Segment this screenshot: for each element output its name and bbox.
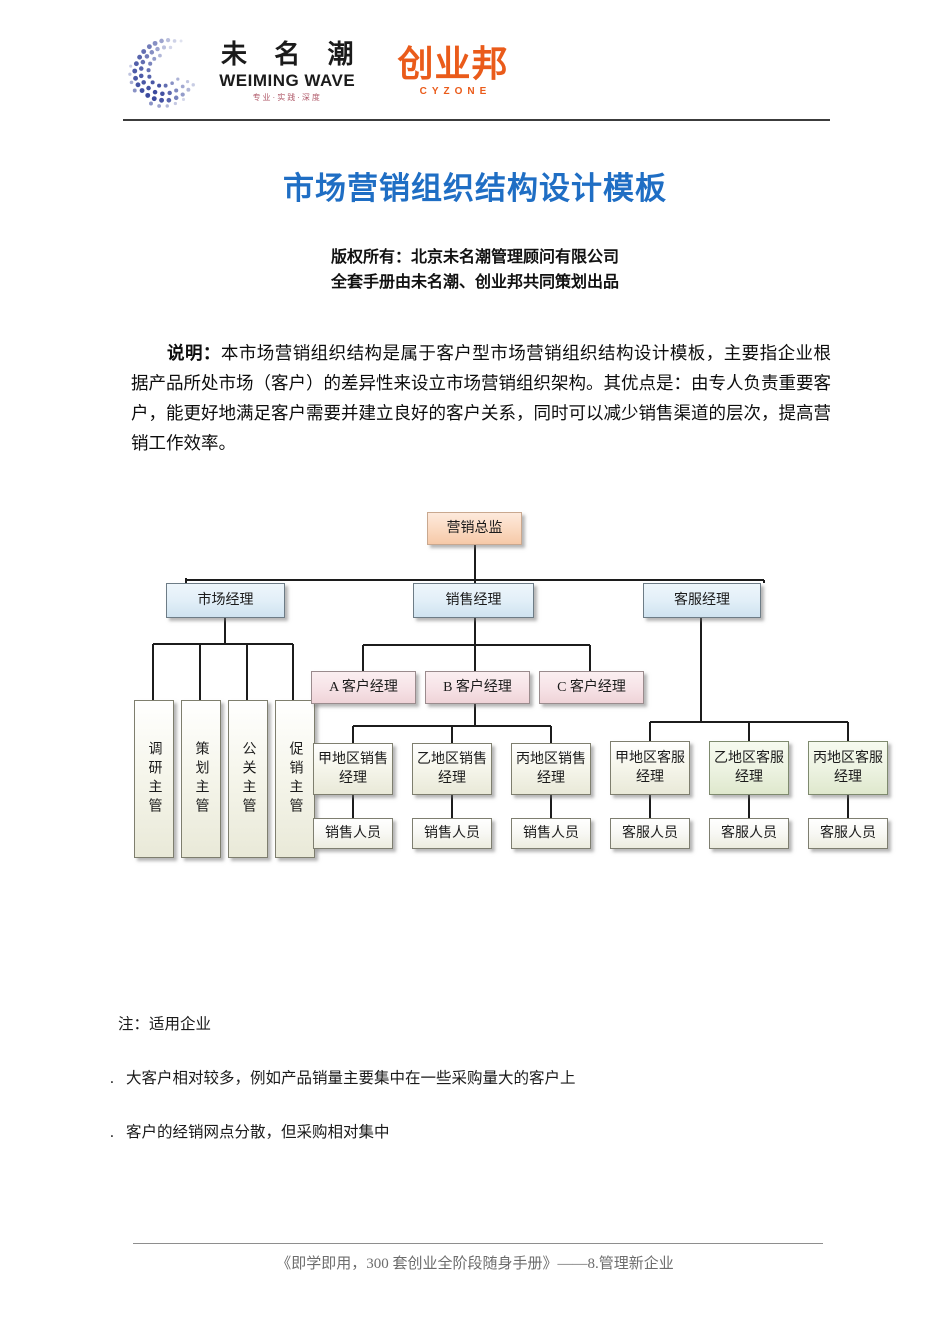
org-node-sales-staff-2[interactable]: 销售人员 — [412, 818, 492, 849]
org-node-regional-service-yi-label: 乙地区客服经理 — [714, 751, 784, 785]
org-node-supervisor-research-label: 调研主管 — [146, 741, 162, 817]
note-item-1-text: 大客户相对较多，例如产品销量主要集中在一些采购量大的客户上 — [126, 1070, 576, 1087]
org-node-sales-manager-label: 销售经理 — [445, 593, 502, 608]
org-node-service-manager-label: 客服经理 — [674, 593, 730, 608]
org-node-service-staff-2-label: 客服人员 — [721, 826, 777, 841]
org-node-director[interactable]: 营销总监 — [427, 512, 522, 545]
org-node-account-manager-a-label: A 客户经理 — [329, 680, 398, 695]
copyright-line-1: 版权所有：北京未名潮管理顾问有限公司 — [330, 249, 619, 266]
note-bullet-2: . — [110, 1124, 114, 1141]
org-node-supervisor-planning[interactable]: 策划主管 — [181, 700, 221, 858]
org-node-supervisor-pr-label: 公关主管 — [240, 741, 256, 817]
org-node-director-label: 营销总监 — [446, 521, 503, 536]
org-node-regional-sales-bing[interactable]: 丙地区销售经理 — [511, 743, 591, 795]
org-node-regional-service-bing[interactable]: 丙地区客服经理 — [808, 741, 888, 795]
org-node-supervisor-planning-label: 策划主管 — [193, 741, 209, 817]
org-node-supervisor-promotion[interactable]: 促销主管 — [275, 700, 315, 858]
cyzone-en-label: CYZONE — [419, 85, 492, 97]
org-node-service-staff-1[interactable]: 客服人员 — [610, 818, 690, 849]
org-node-regional-sales-bing-label: 丙地区销售经理 — [516, 752, 586, 786]
org-node-regional-sales-yi-label: 乙地区销售经理 — [417, 752, 487, 786]
org-node-sales-staff-3-label: 销售人员 — [523, 826, 579, 841]
org-node-account-manager-b-label: B 客户经理 — [443, 680, 512, 695]
header-divider — [123, 119, 830, 121]
org-node-sales-staff-1[interactable]: 销售人员 — [313, 818, 393, 849]
page-header: 未 名 潮 WEIMING WAVE 专业·实践·深度 创业邦 CYZONE — [0, 0, 950, 130]
org-node-regional-service-yi[interactable]: 乙地区客服经理 — [709, 741, 789, 795]
org-node-service-staff-2[interactable]: 客服人员 — [709, 818, 789, 849]
brand-cn-label: 未 名 潮 — [221, 38, 364, 69]
description-label: 说明： — [167, 343, 221, 363]
org-node-sales-staff-3[interactable]: 销售人员 — [511, 818, 591, 849]
description-paragraph: 说明：本市场营销组织结构是属于客户型市场营销组织结构设计模板，主要指企业根据产品… — [131, 338, 831, 458]
org-node-account-manager-c-label: C 客户经理 — [557, 680, 626, 695]
note-item-2: . 客户的经销网点分散，但采购相对集中 — [110, 1120, 870, 1142]
org-node-market-manager-label: 市场经理 — [197, 593, 254, 608]
org-node-service-staff-3[interactable]: 客服人员 — [808, 818, 888, 849]
org-node-sales-manager[interactable]: 销售经理 — [413, 583, 534, 618]
wave-swirl-icon — [128, 38, 195, 108]
note-item-2-text: 客户的经销网点分散，但采购相对集中 — [126, 1124, 390, 1141]
org-node-regional-service-jia[interactable]: 甲地区客服经理 — [610, 741, 690, 795]
org-node-regional-sales-jia-label: 甲地区销售经理 — [318, 752, 388, 786]
org-node-supervisor-research[interactable]: 调研主管 — [134, 700, 174, 858]
org-node-regional-sales-jia[interactable]: 甲地区销售经理 — [313, 743, 393, 795]
org-node-service-staff-1-label: 客服人员 — [622, 826, 678, 841]
footer-text: 《即学即用，300 套创业全阶段随身手册》——8.管理新企业 — [276, 1256, 674, 1272]
cyzone-cn-label: 创业邦 — [397, 42, 509, 84]
copyright-line-2: 全套手册由未名潮、创业邦共同策划出品 — [330, 274, 619, 291]
org-node-account-manager-c[interactable]: C 客户经理 — [539, 671, 644, 704]
cyzone-logo: 创业邦 CYZONE — [397, 42, 509, 97]
org-node-regional-sales-yi[interactable]: 乙地区销售经理 — [412, 743, 492, 795]
org-node-service-manager[interactable]: 客服经理 — [643, 583, 761, 618]
footer-divider — [133, 1243, 823, 1244]
page-title: 市场营销组织结构设计模板 — [283, 171, 667, 206]
org-node-sales-staff-2-label: 销售人员 — [424, 826, 480, 841]
copyright-block: 版权所有：北京未名潮管理顾问有限公司 全套手册由未名潮、创业邦共同策划出品 — [0, 245, 950, 295]
org-node-market-manager[interactable]: 市场经理 — [166, 583, 285, 618]
weiming-wordmark: 未 名 潮 WEIMING WAVE 专业·实践·深度 — [211, 41, 363, 102]
notes-section: 注：适用企业 . 大客户相对较多，例如产品销量主要集中在一些采购量大的客户上 . 客… — [110, 1012, 870, 1174]
note-bullet-1: . — [110, 1070, 114, 1087]
weiming-wave-logo: 未 名 潮 WEIMING WAVE 专业·实践·深度 创业邦 CYZONE — [123, 32, 508, 110]
org-node-supervisor-promotion-label: 促销主管 — [287, 741, 303, 817]
org-node-account-manager-b[interactable]: B 客户经理 — [425, 671, 530, 704]
description-body: 本市场营销组织结构是属于客户型市场营销组织结构设计模板，主要指企业根据产品所处市… — [131, 343, 831, 453]
brand-slogan-label: 专业·实践·深度 — [252, 92, 322, 102]
org-node-regional-service-bing-label: 丙地区客服经理 — [813, 751, 883, 785]
notes-heading: 注：适用企业 — [118, 1016, 212, 1033]
note-item-1: . 大客户相对较多，例如产品销量主要集中在一些采购量大的客户上 — [110, 1066, 870, 1088]
org-node-account-manager-a[interactable]: A 客户经理 — [311, 671, 416, 704]
org-node-sales-staff-1-label: 销售人员 — [325, 826, 381, 841]
org-node-service-staff-3-label: 客服人员 — [820, 826, 876, 841]
org-node-regional-service-jia-label: 甲地区客服经理 — [615, 751, 685, 785]
brand-en-label: WEIMING WAVE — [219, 70, 356, 90]
org-node-supervisor-pr[interactable]: 公关主管 — [228, 700, 268, 858]
